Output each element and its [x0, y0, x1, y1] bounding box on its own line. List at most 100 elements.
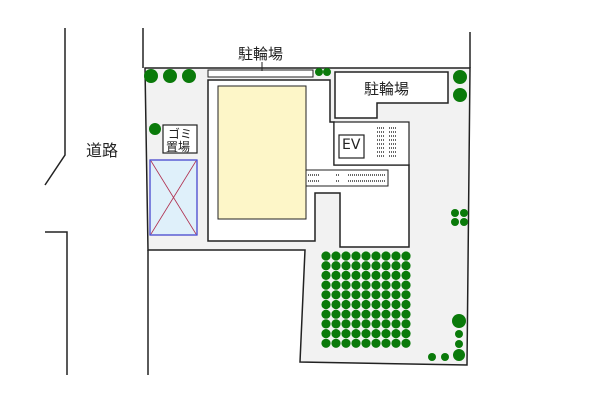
tree: [460, 218, 468, 226]
tree: [401, 251, 411, 261]
tree: [361, 309, 371, 319]
tree: [341, 319, 351, 329]
tree: [331, 319, 341, 329]
bike-parking-top-label: 駐輪場: [238, 45, 284, 63]
tree: [144, 69, 158, 83]
road-edge-left-lower: [45, 231, 68, 375]
tree: [381, 251, 391, 261]
tree: [455, 340, 463, 348]
elevator-label: EV: [342, 137, 361, 153]
parking-cross: [150, 160, 197, 235]
tree: [321, 290, 331, 300]
tree: [351, 299, 361, 310]
tree: [391, 251, 401, 261]
tree: [401, 270, 411, 280]
garbage-area: [162, 124, 198, 154]
tree: [315, 68, 323, 76]
building-core: [217, 85, 307, 220]
tree: [321, 299, 331, 310]
tree: [453, 70, 467, 84]
road-label: 道路: [86, 141, 119, 160]
tree: [381, 290, 391, 300]
tree: [361, 290, 371, 300]
tree: [371, 270, 381, 280]
tree: [361, 261, 371, 271]
tree: [351, 329, 361, 339]
bike-parking-right: [334, 71, 449, 119]
tree: [391, 261, 401, 271]
tree: [351, 280, 361, 290]
tree: [351, 270, 361, 280]
tree: [341, 299, 351, 310]
tree: [401, 280, 411, 290]
tree: [163, 69, 177, 83]
tree: [401, 329, 411, 339]
tree: [341, 261, 351, 271]
tree: [321, 251, 331, 261]
tree: [401, 338, 411, 348]
tree: [331, 329, 341, 339]
tree: [381, 299, 391, 310]
tree: [381, 280, 391, 290]
tree: [441, 353, 449, 361]
tree: [401, 299, 411, 310]
tree: [381, 261, 391, 271]
tree: [331, 299, 341, 310]
tree: [149, 123, 161, 135]
tree: [182, 69, 196, 83]
tree: [428, 353, 436, 361]
tree: [381, 309, 391, 319]
bike-rack-top: [207, 69, 314, 78]
tree: [321, 270, 331, 280]
tree: [331, 261, 341, 271]
tree: [451, 209, 459, 217]
tree: [381, 270, 391, 280]
tree: [361, 251, 371, 261]
tree: [321, 338, 331, 348]
road-edge-left-upper: [44, 28, 66, 186]
bike-parking-right-label: 駐輪場: [364, 80, 410, 98]
tree: [453, 88, 467, 102]
tree: [341, 290, 351, 300]
tree: [371, 319, 381, 329]
tree: [341, 309, 351, 319]
tree: [391, 309, 401, 319]
tree: [361, 299, 371, 310]
tree: [351, 338, 361, 348]
tree: [361, 319, 371, 329]
tree: [361, 329, 371, 339]
tree: [371, 290, 381, 300]
tree: [341, 329, 351, 339]
tree: [361, 270, 371, 280]
stairs: [377, 127, 397, 157]
tree: [391, 329, 401, 339]
tree: [452, 314, 466, 328]
tree: [331, 251, 341, 261]
tree: [455, 330, 463, 338]
tree: [453, 349, 465, 361]
tree: [371, 329, 381, 339]
tree: [371, 251, 381, 261]
tree: [391, 319, 401, 329]
tree: [331, 309, 341, 319]
tree: [371, 280, 381, 290]
tree: [351, 290, 361, 300]
tree: [391, 280, 401, 290]
garbage-label-1: ゴミ: [168, 127, 193, 141]
tree: [331, 290, 341, 300]
tree: [351, 319, 361, 329]
trees: [144, 68, 468, 361]
tree: [401, 290, 411, 300]
tree: [321, 309, 331, 319]
tree: [371, 309, 381, 319]
elevator-box: [338, 134, 365, 159]
tree: [381, 329, 391, 339]
tree: [351, 251, 361, 261]
tree: [341, 280, 351, 290]
tree: [341, 270, 351, 280]
tree: [371, 299, 381, 310]
tree: [321, 319, 331, 329]
tree: [331, 338, 341, 348]
